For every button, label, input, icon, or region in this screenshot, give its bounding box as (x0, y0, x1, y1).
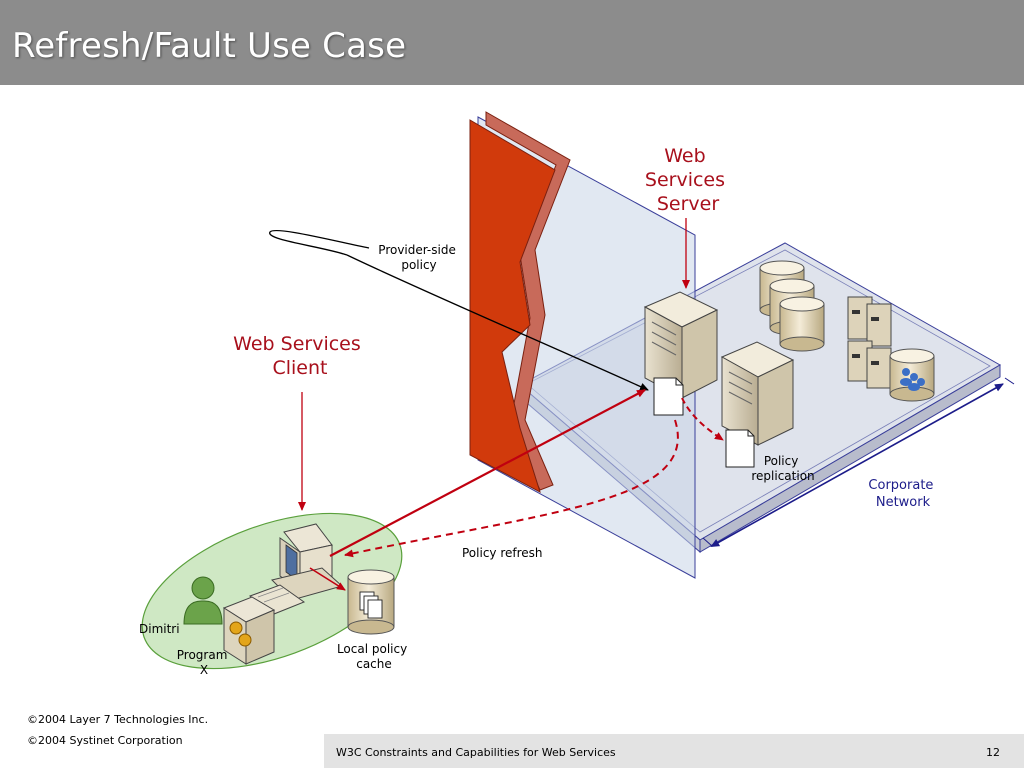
program-x-icon (222, 596, 276, 665)
server-cluster-icon (847, 296, 892, 389)
policy-refresh-arrow (344, 419, 679, 558)
network-span-tick (702, 537, 713, 547)
replicated-policy-document-icon (725, 429, 755, 468)
footer-title: W3C Constraints and Capabilities for Web… (336, 746, 616, 759)
provider-policy-callout (269, 229, 649, 391)
provider-policy-document-icon (653, 377, 684, 416)
dimitri-label: Dimitri (139, 622, 180, 636)
client-label: Web Services Client (233, 333, 367, 379)
copyright-line: ©2004 Layer 7 Technologies Inc. (27, 713, 209, 726)
firewall (469, 111, 571, 494)
network-span-arrow (710, 383, 1004, 547)
page-number: 12 (986, 746, 1000, 759)
server-label: Web Services Server (645, 145, 731, 215)
directory-icon (889, 348, 935, 402)
footer-bar: W3C Constraints and Capabilities for Web… (324, 734, 1024, 768)
provider-policy-label: Provider-side policy (378, 243, 459, 272)
corporate-network-label: Corporate Network (868, 478, 937, 510)
program-label: Program X (177, 648, 231, 677)
database-icon (779, 296, 825, 352)
policy-refresh-label: Policy refresh (462, 546, 543, 560)
slide-title: Refresh/Fault Use Case (12, 26, 407, 66)
local-cache-label: Local policy cache (337, 642, 411, 671)
request-arrow (329, 389, 646, 557)
policy-replication-label: Policy replication (751, 454, 814, 483)
network-span-tick (1004, 377, 1015, 385)
user-icon (183, 576, 223, 625)
client-computer-icon (248, 523, 344, 615)
local-policy-cache-icon (347, 569, 395, 635)
title-bar: Refresh/Fault Use Case (0, 0, 1024, 85)
cache-store-arrow (309, 567, 346, 591)
copyright-line: ©2004 Systinet Corporation (27, 734, 183, 747)
web-services-server-icon (643, 291, 719, 399)
